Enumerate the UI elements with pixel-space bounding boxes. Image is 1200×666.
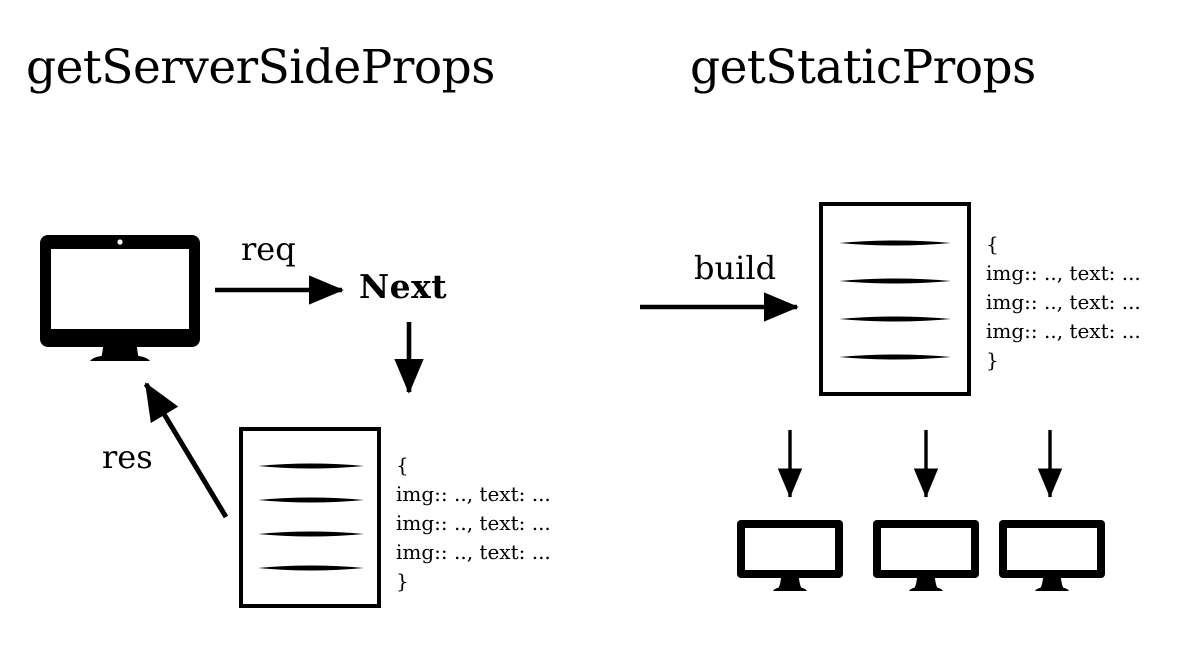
json-line: img:: .., text: ... [396, 540, 551, 564]
json-close-brace: } [396, 569, 409, 593]
client-monitor-right-1 [737, 520, 843, 591]
document-right [819, 202, 971, 396]
json-line: img:: .., text: ... [986, 261, 1141, 285]
client-monitor-left [40, 235, 200, 361]
edge-label-res: res [102, 438, 153, 476]
node-label-next: Next [359, 267, 448, 306]
client-monitor-right-2 [873, 520, 979, 591]
json-line: img:: .., text: ... [396, 482, 551, 506]
edge-label-build: build [694, 249, 777, 287]
json-open-brace: { [396, 453, 409, 477]
json-open-brace: { [986, 232, 999, 256]
json-close-brace: } [986, 348, 999, 372]
client-monitor-right-3 [999, 520, 1105, 591]
document-left [239, 427, 381, 608]
json-line: img:: .., text: ... [396, 511, 551, 535]
panel-title-get-server-side-props: getServerSideProps [26, 40, 495, 95]
panel-title-get-static-props: getStaticProps [690, 40, 1036, 95]
edge-label-req: req [241, 230, 296, 268]
arrow-res [143, 382, 229, 519]
json-payload-right: { img:: .., text: ... img:: .., text: ..… [986, 230, 1141, 375]
json-line: img:: .., text: ... [986, 290, 1141, 314]
json-payload-left: { img:: .., text: ... img:: .., text: ..… [396, 451, 551, 596]
json-line: img:: .., text: ... [986, 319, 1141, 343]
